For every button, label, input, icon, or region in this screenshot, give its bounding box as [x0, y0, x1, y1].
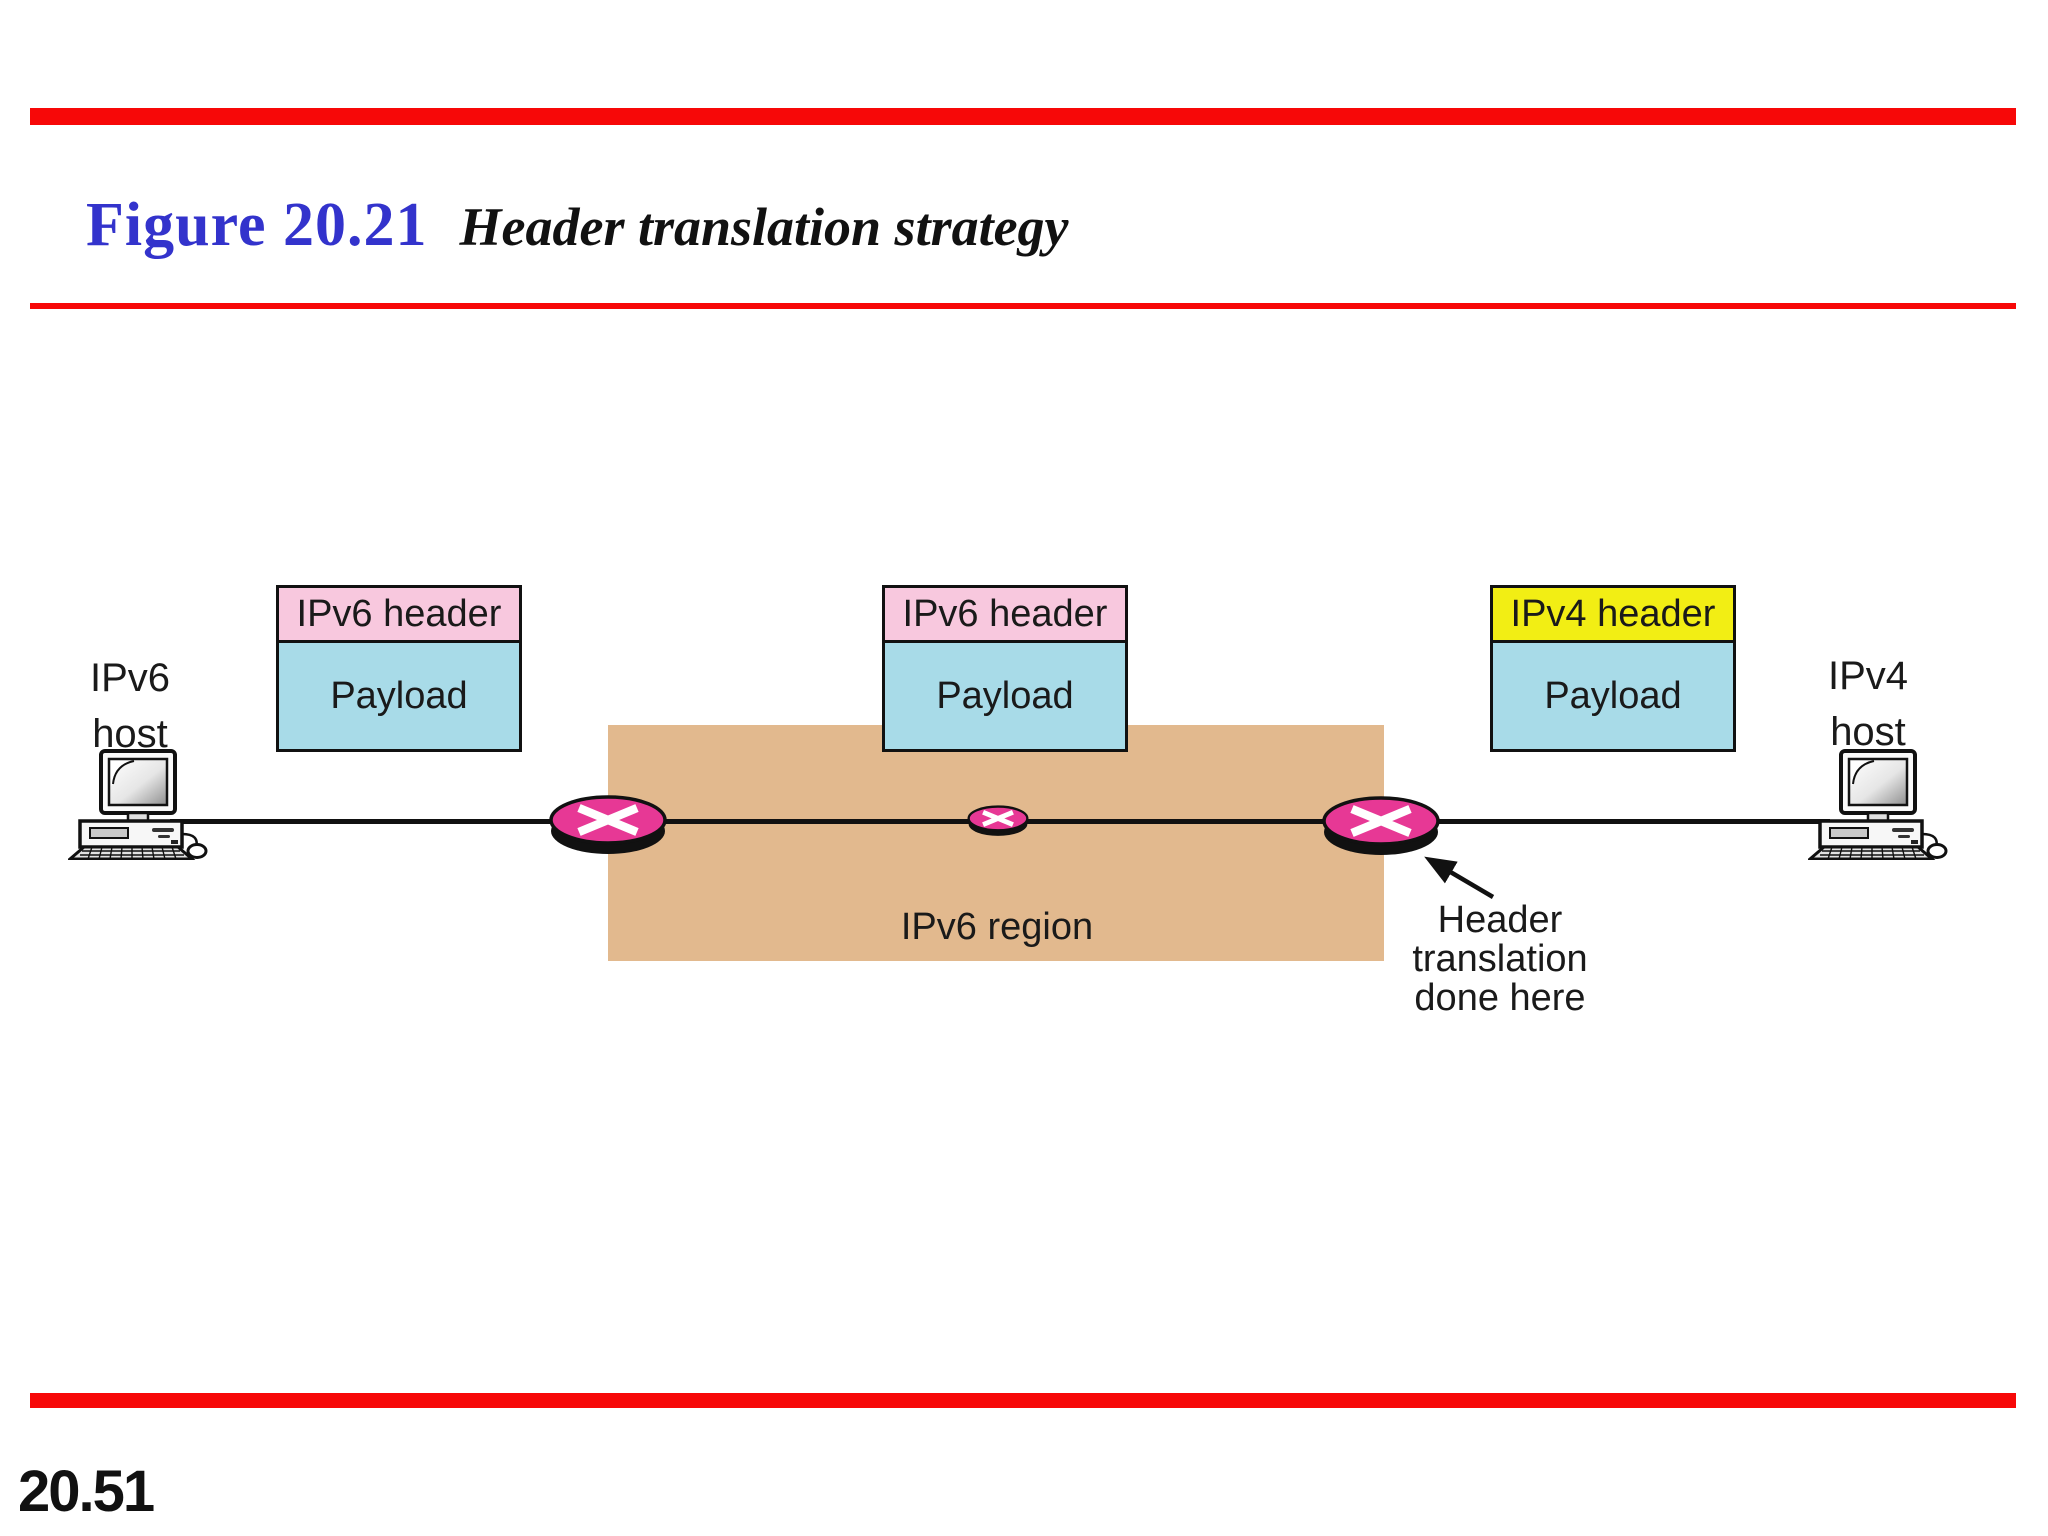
arrow-icon: [1424, 856, 1495, 899]
right-host-label-line2: host: [1830, 710, 1906, 754]
router-x-icon: [549, 795, 667, 854]
packet-right-payload: Payload: [1493, 643, 1733, 749]
left-host-label-line1: IPv6: [89, 656, 171, 700]
left-host-label: IPv6 host: [30, 650, 230, 762]
annotation-line3: done here: [1414, 977, 1586, 1019]
packet-left-payload: Payload: [279, 643, 519, 749]
computer-icon: [68, 749, 208, 860]
packet-right: IPv4 header Payload: [1490, 585, 1736, 752]
top-rule: [30, 108, 2016, 125]
packet-right-header: IPv4 header: [1493, 588, 1733, 643]
figure-label: Figure 20.21: [86, 191, 428, 259]
left-host-label-line2: host: [92, 712, 168, 756]
right-host-label: IPv4 host: [1768, 648, 1968, 760]
figure-title: Header translation strategy: [459, 197, 1069, 257]
annotation-header-translation: Header translation done here: [1380, 901, 1620, 1018]
computer-icon: [1808, 749, 1948, 860]
annotation-line2: translation: [1412, 938, 1588, 980]
ipv6-region-box: [608, 725, 1384, 961]
title-underline-rule: [30, 303, 2016, 309]
packet-left: IPv6 header Payload: [276, 585, 522, 752]
router-x-icon: [1322, 796, 1440, 855]
figure-title-row: Figure 20.21 Header translation strategy: [86, 190, 1069, 261]
router-x-icon: [967, 805, 1029, 836]
bottom-rule: [30, 1393, 2016, 1408]
packet-middle-header: IPv6 header: [885, 588, 1125, 643]
packet-middle-payload: Payload: [885, 643, 1125, 749]
page-number: 20.51: [18, 1459, 155, 1524]
ipv6-region-label: IPv6 region: [900, 906, 1094, 948]
packet-left-header: IPv6 header: [279, 588, 519, 643]
right-host-label-line1: IPv4: [1827, 654, 1909, 698]
packet-middle: IPv6 header Payload: [882, 585, 1128, 752]
annotation-line1: Header: [1437, 899, 1563, 941]
